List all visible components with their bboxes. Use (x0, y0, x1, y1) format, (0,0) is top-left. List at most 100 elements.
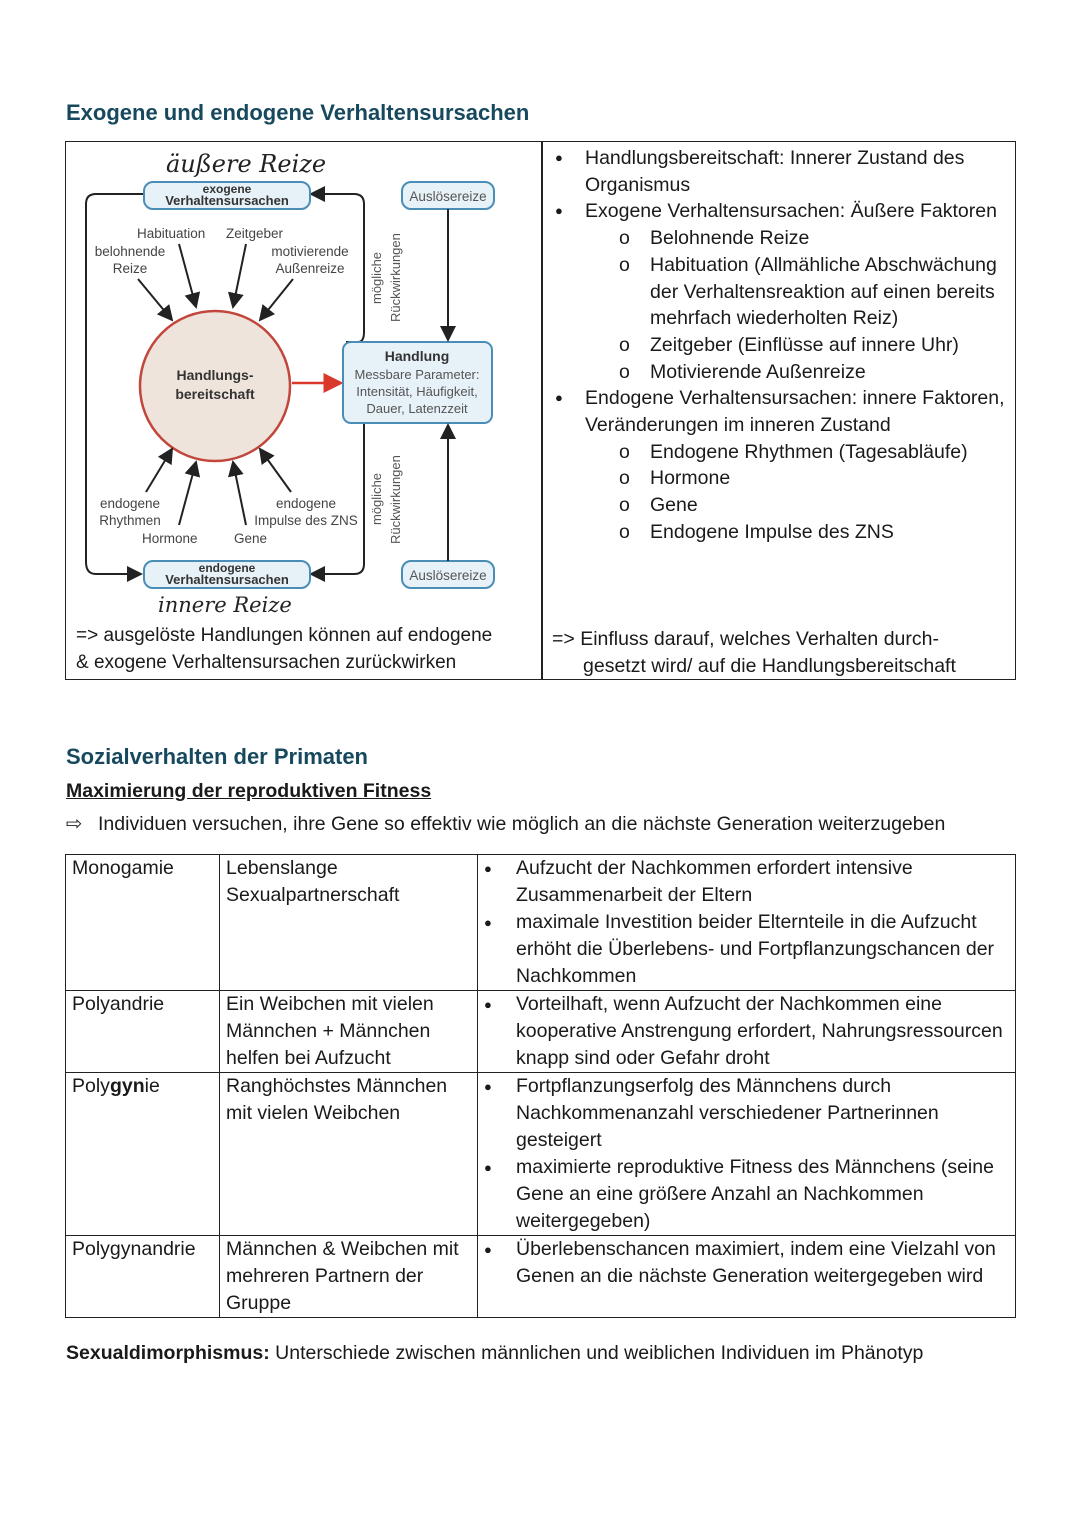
label-endo-impulse-1: endogene (276, 496, 336, 511)
left-note-line2: & exogene Verhaltensursachen zurückwirke… (76, 652, 457, 673)
system-points: Aufzucht der Nachkommen erfordert intens… (477, 854, 1016, 991)
system-points: Fortpflanzungserfolg des Männchens durch… (477, 1072, 1016, 1236)
section-title-sozialverhalten: Sozialverhalten der Primaten (66, 744, 368, 769)
exogene-box (143, 181, 311, 210)
label-endo-impulse-2: Impulse des ZNS (254, 513, 358, 528)
right-arrow-icon: ⇨ (66, 813, 83, 835)
sub-list-item: Motivierende Außenreize (551, 359, 1011, 386)
right-note-line2: gesetzt wird/ auf die Handlungsbereitsch… (583, 655, 956, 677)
sexualdimorphismus-definition: Sexualdimorphismus: Unterschiede zwische… (66, 1342, 923, 1365)
label-gene: Gene (234, 531, 267, 546)
subtitle-reproduktive-fitness: Maximierung der reproduktiven Fitness (66, 780, 432, 802)
label-motivierende-2: Außenreize (275, 261, 344, 276)
handlung-title: Handlung (385, 348, 450, 364)
sub-list-item: Endogene Rhythmen (Tagesabläufe) (551, 439, 1011, 466)
system-description: Ein Weibchen mit vielen Männchen + Männc… (219, 990, 478, 1073)
exogene-box-line2: Verhaltensursachen (165, 193, 289, 208)
system-name-part: Poly (72, 1075, 110, 1097)
list-item: Exogene Verhaltensursachen: Äußere Fakto… (551, 198, 1011, 225)
list-item: maximierte reproduktive Fitness des Männ… (478, 1154, 1009, 1235)
list-item: maximale Investition beider Elternteile … (478, 909, 1009, 990)
circle-label-2: bereitschaft (175, 386, 255, 402)
system-name: Polygynie (65, 1072, 220, 1236)
list-item: Überlebenschancen maximiert, indem eine … (478, 1236, 1009, 1290)
label-endo-rhythmen-1: endogene (100, 496, 160, 511)
system-name: Monogamie (65, 854, 220, 991)
fitness-statement-text: Individuen versuchen, ihre Gene so effek… (98, 813, 946, 835)
list-item: Fortpflanzungserfolg des Männchens durch… (478, 1073, 1009, 1154)
arrow-motivierende (258, 278, 294, 322)
verhaltensursachen-diagram: äußere Reize innere Reize exogene Verhal… (85, 150, 495, 617)
hand-label-innere-reize: innere Reize (158, 593, 292, 617)
circle-label-1: Handlungs- (177, 367, 254, 383)
definition-term: Sexualdimorphismus: (66, 1342, 270, 1364)
rueck-bottom-2: Rückwirkungen (388, 455, 403, 544)
sub-list-item: Gene (551, 492, 1011, 519)
ausloesereize-bottom-label: Auslösereize (409, 568, 486, 583)
right-note-line1: => Einfluss darauf, welches Verhalten du… (552, 628, 939, 650)
system-points: Überlebenschancen maximiert, indem eine … (477, 1235, 1016, 1318)
handlung-box (342, 341, 493, 424)
right-note: => Einfluss darauf, welches Verhalten du… (552, 626, 1012, 680)
sub-list-item: Zeitgeber (Einflüsse auf innere Uhr) (551, 332, 1011, 359)
system-description: Lebenslange Sexualpartnerschaft (219, 854, 478, 991)
definition-text: Unterschiede zwischen männlichen und wei… (269, 1342, 924, 1364)
label-endo-rhythmen-2: Rhythmen (99, 513, 161, 528)
table-divider (541, 142, 543, 679)
fitness-statement: ⇨ Individuen versuchen, ihre Gene so effe… (66, 812, 945, 836)
system-description: Ranghöchstes Männchen mit vielen Weibche… (219, 1072, 478, 1236)
verhaltensursachen-list: Handlungsbereitschaft: Innerer Zustand d… (551, 145, 1011, 546)
handlung-line3: Dauer, Latenzzeit (366, 401, 468, 416)
sub-list-item: Hormone (551, 465, 1011, 492)
verhaltensursachen-table: äußere Reize innere Reize exogene Verhal… (65, 141, 1016, 680)
arrow-habituation (178, 243, 201, 309)
arrow-belohnende (137, 278, 174, 322)
list-item: Vorteilhaft, wenn Aufzucht der Nachkomme… (478, 991, 1009, 1072)
system-name-part: ie (144, 1075, 160, 1097)
system-name: Polygynandrie (65, 1235, 220, 1318)
section-title-verhaltensursachen: Exogene und endogene Verhaltensursachen (66, 100, 530, 125)
label-motivierende-1: motivierende (271, 244, 348, 259)
left-note: => ausgelöste Handlungen können auf endo… (76, 622, 536, 676)
list-item: Endogene Verhaltensursachen: innere Fakt… (551, 385, 1011, 438)
list-item: Handlungsbereitschaft: Innerer Zustand d… (551, 145, 1011, 198)
arrow-zeitgeber (227, 243, 247, 309)
endogene-box-line1: endogene (199, 561, 256, 575)
sub-list-item: Belohnende Reize (551, 225, 1011, 252)
arrow-endo-rhythmen (145, 447, 174, 493)
rueck-top-1: mögliche (369, 252, 384, 304)
sub-list-item: Habituation (Allmähliche Abschwächung de… (551, 252, 1011, 332)
endogene-box (143, 560, 311, 589)
sub-list-item: Endogene Impulse des ZNS (551, 519, 1011, 546)
exogene-loop-left (85, 193, 144, 582)
label-belohnende-1: belohnende (95, 244, 166, 259)
exogene-box-line1: exogene (203, 182, 252, 196)
ausloesereize-top-label: Auslösereize (409, 189, 486, 204)
arrow-hormone (178, 460, 201, 526)
system-description: Männchen & Weibchen mit mehreren Partner… (219, 1235, 478, 1318)
rueck-top-2: Rückwirkungen (388, 233, 403, 322)
right-column: Handlungsbereitschaft: Innerer Zustand d… (551, 145, 1011, 546)
label-habituation: Habituation (137, 226, 205, 241)
system-name: Polyandrie (65, 990, 220, 1073)
label-belohnende-2: Reize (113, 261, 148, 276)
handlung-line1: Messbare Parameter: (355, 367, 480, 382)
system-name-part: gyn (109, 1075, 145, 1097)
left-note-line1: => ausgelöste Handlungen können auf endo… (76, 625, 493, 646)
arrow-endo-impulse (258, 447, 292, 493)
system-points: Vorteilhaft, wenn Aufzucht der Nachkomme… (477, 990, 1016, 1073)
hand-label-aeussere-reize: äußere Reize (166, 150, 326, 178)
handlungsbereitschaft-circle (138, 309, 292, 463)
list-item: Aufzucht der Nachkommen erfordert intens… (478, 855, 1009, 909)
endogene-box-line2: Verhaltensursachen (165, 572, 289, 587)
rueck-bottom-1: mögliche (369, 473, 384, 525)
arrow-gene (227, 460, 247, 526)
handlung-line2: Intensität, Häufigkeit, (356, 384, 477, 399)
label-hormone: Hormone (142, 531, 198, 546)
label-zeitgeber: Zeitgeber (226, 226, 284, 241)
